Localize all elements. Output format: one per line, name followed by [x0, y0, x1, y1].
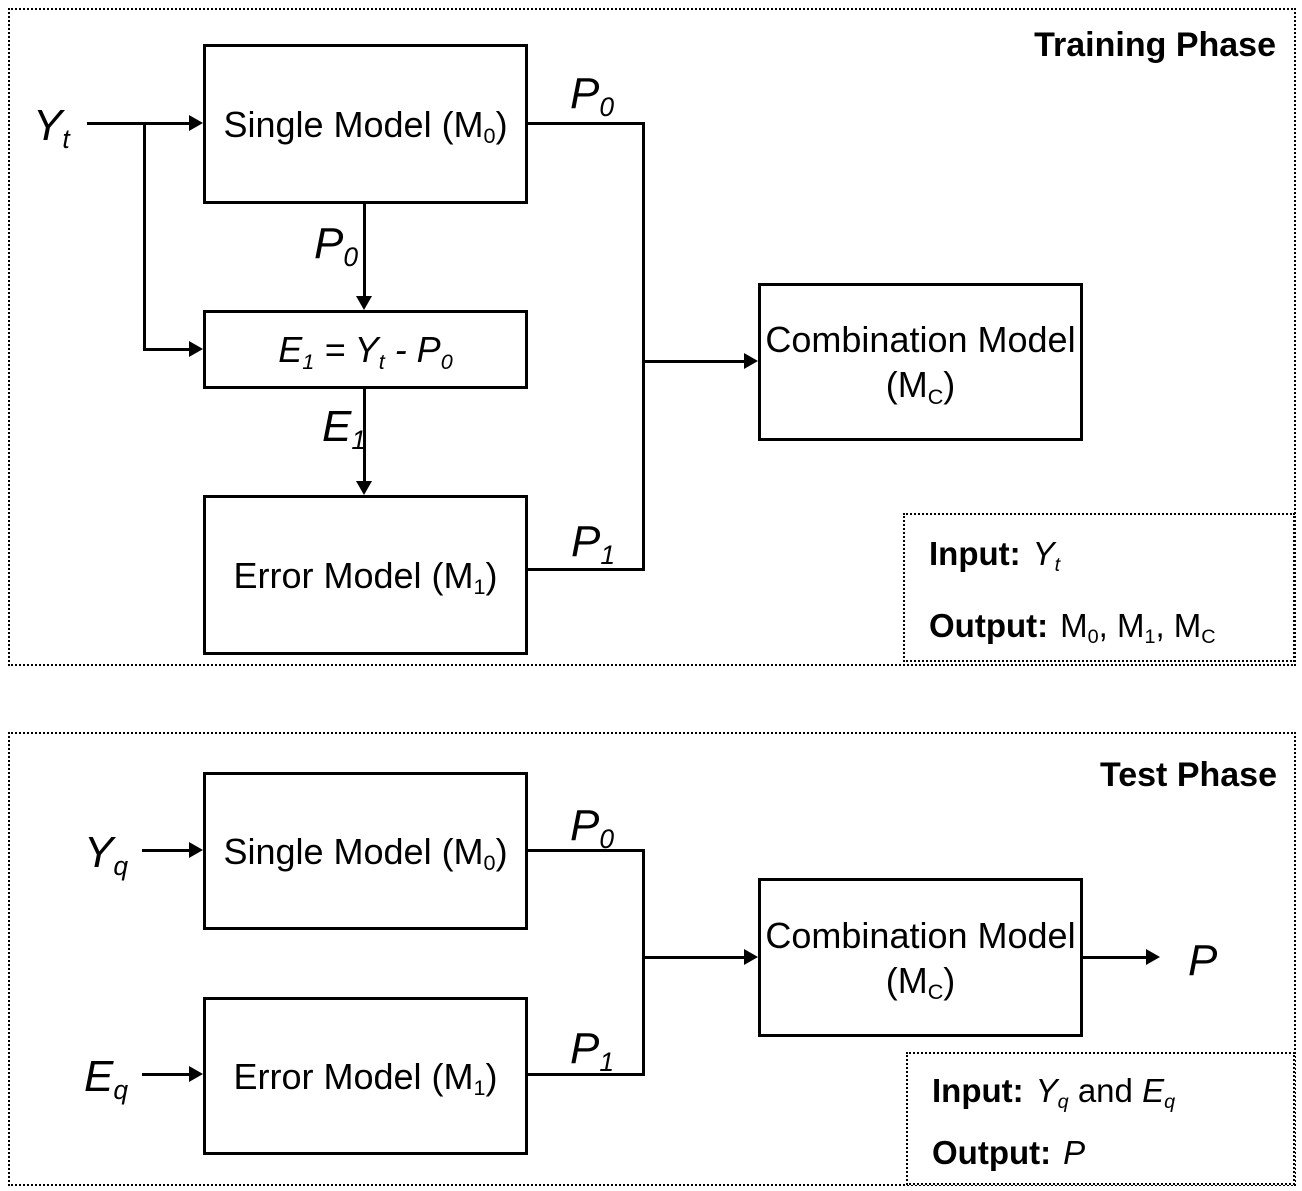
- arrowhead-right-icon: [189, 1066, 203, 1082]
- line-yt-to-single-model: [87, 122, 189, 125]
- error-model-box-training: Error Model (M1): [203, 495, 528, 655]
- combination-model-line2-test: (MC): [885, 959, 956, 1005]
- arrowhead-right-icon: [189, 842, 203, 858]
- training-phase-title: Training Phase: [1034, 26, 1276, 64]
- label-p0-test: P0: [570, 801, 615, 855]
- label-p1-training: P1: [571, 517, 616, 571]
- line-yq-to-single-model: [142, 849, 189, 852]
- label-p0-top: P0: [570, 69, 615, 123]
- label-eq: Eq: [84, 1052, 129, 1106]
- error-calc-box: E1 = Yt - P0: [203, 310, 528, 389]
- io-output-row-test: Output:P: [932, 1134, 1086, 1171]
- line-p1-out-test: [528, 1073, 645, 1076]
- arrowhead-right-icon: [1146, 949, 1160, 965]
- arrowhead-right-icon: [744, 949, 758, 965]
- error-model-label-training: Error Model (M1): [233, 554, 498, 600]
- single-model-box-training: Single Model (M0): [203, 44, 528, 204]
- test-phase-panel: [8, 732, 1296, 1186]
- line-yt-branch-vertical: [143, 122, 146, 351]
- io-input-row-training: Input:Yt: [929, 535, 1061, 577]
- io-output-row-training: Output:M0, M1, MC: [929, 607, 1216, 649]
- label-yq: Yq: [84, 828, 129, 882]
- label-p-output: P: [1188, 936, 1218, 985]
- arrowhead-down-icon: [356, 296, 372, 310]
- error-model-label-test: Error Model (M1): [233, 1055, 498, 1101]
- line-merge-to-combination-training: [645, 360, 744, 363]
- label-p0-mid: P0: [314, 219, 359, 273]
- line-p0-down-to-error-calc: [363, 204, 366, 296]
- line-combination-to-p-output: [1083, 956, 1146, 959]
- label-e1: E1: [322, 402, 367, 456]
- combination-model-line1-test: Combination Model: [765, 914, 1076, 956]
- error-calc-label: E1 = Yt - P0: [278, 329, 453, 374]
- arrowhead-right-icon: [189, 115, 203, 131]
- combination-model-box-training: Combination Model (MC): [758, 283, 1083, 441]
- io-note-test: Input:Yq and Eq Output:P: [906, 1052, 1295, 1185]
- line-p1-out-training: [528, 568, 645, 571]
- error-model-box-test: Error Model (M1): [203, 997, 528, 1155]
- test-phase-title: Test Phase: [1099, 756, 1277, 794]
- line-merge-vertical-training: [642, 122, 645, 571]
- line-p0-out-training: [528, 122, 645, 125]
- io-input-row-test: Input:Yq and Eq: [932, 1072, 1176, 1114]
- line-eq-to-error-model: [142, 1073, 189, 1076]
- arrowhead-down-icon: [356, 481, 372, 495]
- line-e1-down-to-error-model: [363, 389, 366, 481]
- arrowhead-right-icon: [744, 353, 758, 369]
- line-merge-vertical-test: [642, 849, 645, 1076]
- label-yt: Yt: [33, 101, 70, 155]
- line-yt-branch-to-error-calc: [143, 348, 189, 351]
- single-model-label-training: Single Model (M0): [223, 103, 508, 149]
- single-model-label-test: Single Model (M0): [223, 830, 508, 876]
- single-model-box-test: Single Model (M0): [203, 772, 528, 930]
- combination-model-line1-training: Combination Model: [765, 319, 1076, 360]
- io-note-training: Input:Yt Output:M0, M1, MC: [903, 513, 1295, 662]
- line-p0-out-test: [528, 849, 645, 852]
- label-p1-test: P1: [570, 1024, 615, 1078]
- arrowhead-right-icon: [189, 341, 203, 357]
- line-merge-to-combination-test: [645, 956, 744, 959]
- combination-model-line2-training: (MC): [885, 364, 956, 409]
- training-phase-panel: [8, 8, 1296, 666]
- combination-model-box-test: Combination Model (MC): [758, 878, 1083, 1037]
